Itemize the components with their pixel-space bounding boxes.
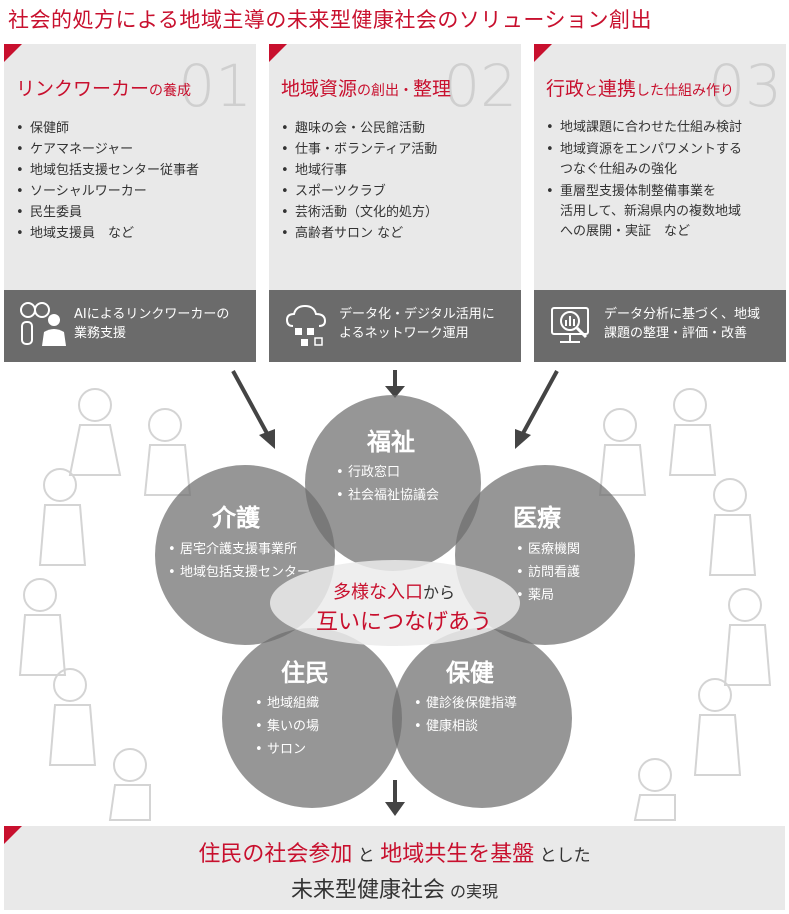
list-item: 健診後保健指導 xyxy=(414,692,517,715)
center-ellipse xyxy=(270,560,520,646)
list-item: 地域包括支援センター従事者 xyxy=(16,160,199,181)
circle-list-fukushi: 行政窓口 社会福祉協議会 xyxy=(336,461,439,507)
list-item: 保健師 xyxy=(16,118,199,139)
list-item: 重層型支援体制整備事業を 活用して、新潟県内の複数地域 への展開・実証 など xyxy=(546,182,742,242)
list-item: 地域課題に合わせた仕組み検討 xyxy=(546,118,742,138)
panel-number: 01 xyxy=(178,52,252,120)
list-item: 地域包括支援センター xyxy=(168,561,310,584)
conclusion-line2: 未来型健康社会 の実現 xyxy=(290,878,499,903)
panel-corner xyxy=(269,44,287,62)
circle-label-kaigo: 介護 xyxy=(212,504,260,532)
center-text-connect: 互いにつなげあう xyxy=(316,610,493,635)
list-item: サロン xyxy=(255,738,319,761)
circle-list-hoken: 健診後保健指導 健康相談 xyxy=(414,692,517,738)
ai-support-icon xyxy=(20,302,66,346)
panel-footer-text: データ分析に基づく、地域 課題の整理・評価・改善 xyxy=(604,307,761,341)
list-item: 居宅介護支援事業所 xyxy=(168,538,310,561)
list-item: 薬局 xyxy=(516,584,580,607)
list-item: 仕事・ボランティア活動 xyxy=(281,139,438,160)
people-ring-illustration xyxy=(18,388,772,821)
circle-label-iryo: 医療 xyxy=(513,504,561,532)
panel-corner xyxy=(534,44,552,62)
panel-footer-text: データ化・デジタル活用に よるネットワーク運用 xyxy=(339,307,495,341)
list-item: 地域資源をエンパワメントする つなぐ仕組みの強化 xyxy=(546,140,742,180)
list-item: ソーシャルワーカー xyxy=(16,181,199,202)
panel-heading: 行政と連携した仕組み作り xyxy=(546,78,735,100)
list-item: 趣味の会・公民館活動 xyxy=(281,118,438,139)
circle-list-kaigo: 居宅介護支援事業所 地域包括支援センター xyxy=(168,538,310,584)
list-item: 医療機関 xyxy=(516,538,580,561)
conclusion-box: 住民の社会参加 と 地域共生を基盤 とした 未来型健康社会 の実現 xyxy=(4,826,785,910)
conclusion-line1: 住民の社会参加 と 地域共生を基盤 とした xyxy=(198,842,591,867)
cloud-network-icon xyxy=(285,304,327,346)
list-item: 民生委員 xyxy=(16,202,199,223)
panel-footer-analysis: データ分析に基づく、地域 課題の整理・評価・改善 xyxy=(534,290,786,362)
panel-footer-text: AIによるリンクワーカーの 業務支援 xyxy=(74,307,230,341)
circle-label-jumin: 住民 xyxy=(281,659,329,687)
circle-list-jumin: 地域組織 集いの場 サロン xyxy=(255,692,319,761)
panel-heading: 地域資源の創出・整理 xyxy=(281,78,452,100)
box-corner xyxy=(4,826,22,844)
list-item: 高齢者サロン など xyxy=(281,223,438,244)
panel-government: 03 行政と連携した仕組み作り 地域課題に合わせた仕組み検討 地域資源をエンパワ… xyxy=(534,44,786,290)
center-text-entrances: 多様な入口から xyxy=(333,582,456,603)
panel-heading: リンクワーカーの養成 xyxy=(16,78,192,100)
list-item: 芸術活動（文化的処方） xyxy=(281,202,438,223)
panel-link-worker: 01 リンクワーカーの養成 保健師 ケアマネージャー 地域包括支援センター従事者… xyxy=(4,44,256,290)
arrow-down-icon xyxy=(385,370,405,398)
list-item: スポーツクラブ xyxy=(281,181,438,202)
arrow-down-icon xyxy=(385,780,405,816)
panel-list: 保健師 ケアマネージャー 地域包括支援センター従事者 ソーシャルワーカー 民生委… xyxy=(16,118,199,244)
circle-label-fukushi: 福祉 xyxy=(367,428,415,456)
arrow-down-right-icon xyxy=(231,370,275,449)
panel-list: 趣味の会・公民館活動 仕事・ボランティア活動 地域行事 スポーツクラブ 芸術活動… xyxy=(281,118,438,244)
arrow-down-left-icon xyxy=(515,370,559,449)
list-item: 行政窓口 xyxy=(336,461,439,484)
list-item: 集いの場 xyxy=(255,715,319,738)
circle-list-iryo: 医療機関 訪問看護 薬局 xyxy=(516,538,580,607)
list-item: 社会福祉協議会 xyxy=(336,484,439,507)
panel-local-resources: 02 地域資源の創出・整理 趣味の会・公民館活動 仕事・ボランティア活動 地域行… xyxy=(269,44,521,290)
panel-list: 地域課題に合わせた仕組み検討 地域資源をエンパワメントする つなぐ仕組みの強化 … xyxy=(546,118,742,242)
panel-footer-ai: AIによるリンクワーカーの 業務支援 xyxy=(4,290,256,362)
list-item: 地域支援員 など xyxy=(16,223,199,244)
panel-corner xyxy=(4,44,22,62)
list-item: 訪問看護 xyxy=(516,561,580,584)
list-item: 地域組織 xyxy=(255,692,319,715)
list-item: 健康相談 xyxy=(414,715,517,738)
data-analysis-icon xyxy=(551,307,589,343)
page-title: 社会的処方による地域主導の未来型健康社会のソリューション創出 xyxy=(8,8,652,32)
panel-number: 02 xyxy=(443,52,517,120)
panel-footer-network: データ化・デジタル活用に よるネットワーク運用 xyxy=(269,290,521,362)
list-item: 地域行事 xyxy=(281,160,438,181)
panel-number: 03 xyxy=(708,52,782,120)
list-item: ケアマネージャー xyxy=(16,139,199,160)
circle-label-hoken: 保健 xyxy=(446,659,494,687)
